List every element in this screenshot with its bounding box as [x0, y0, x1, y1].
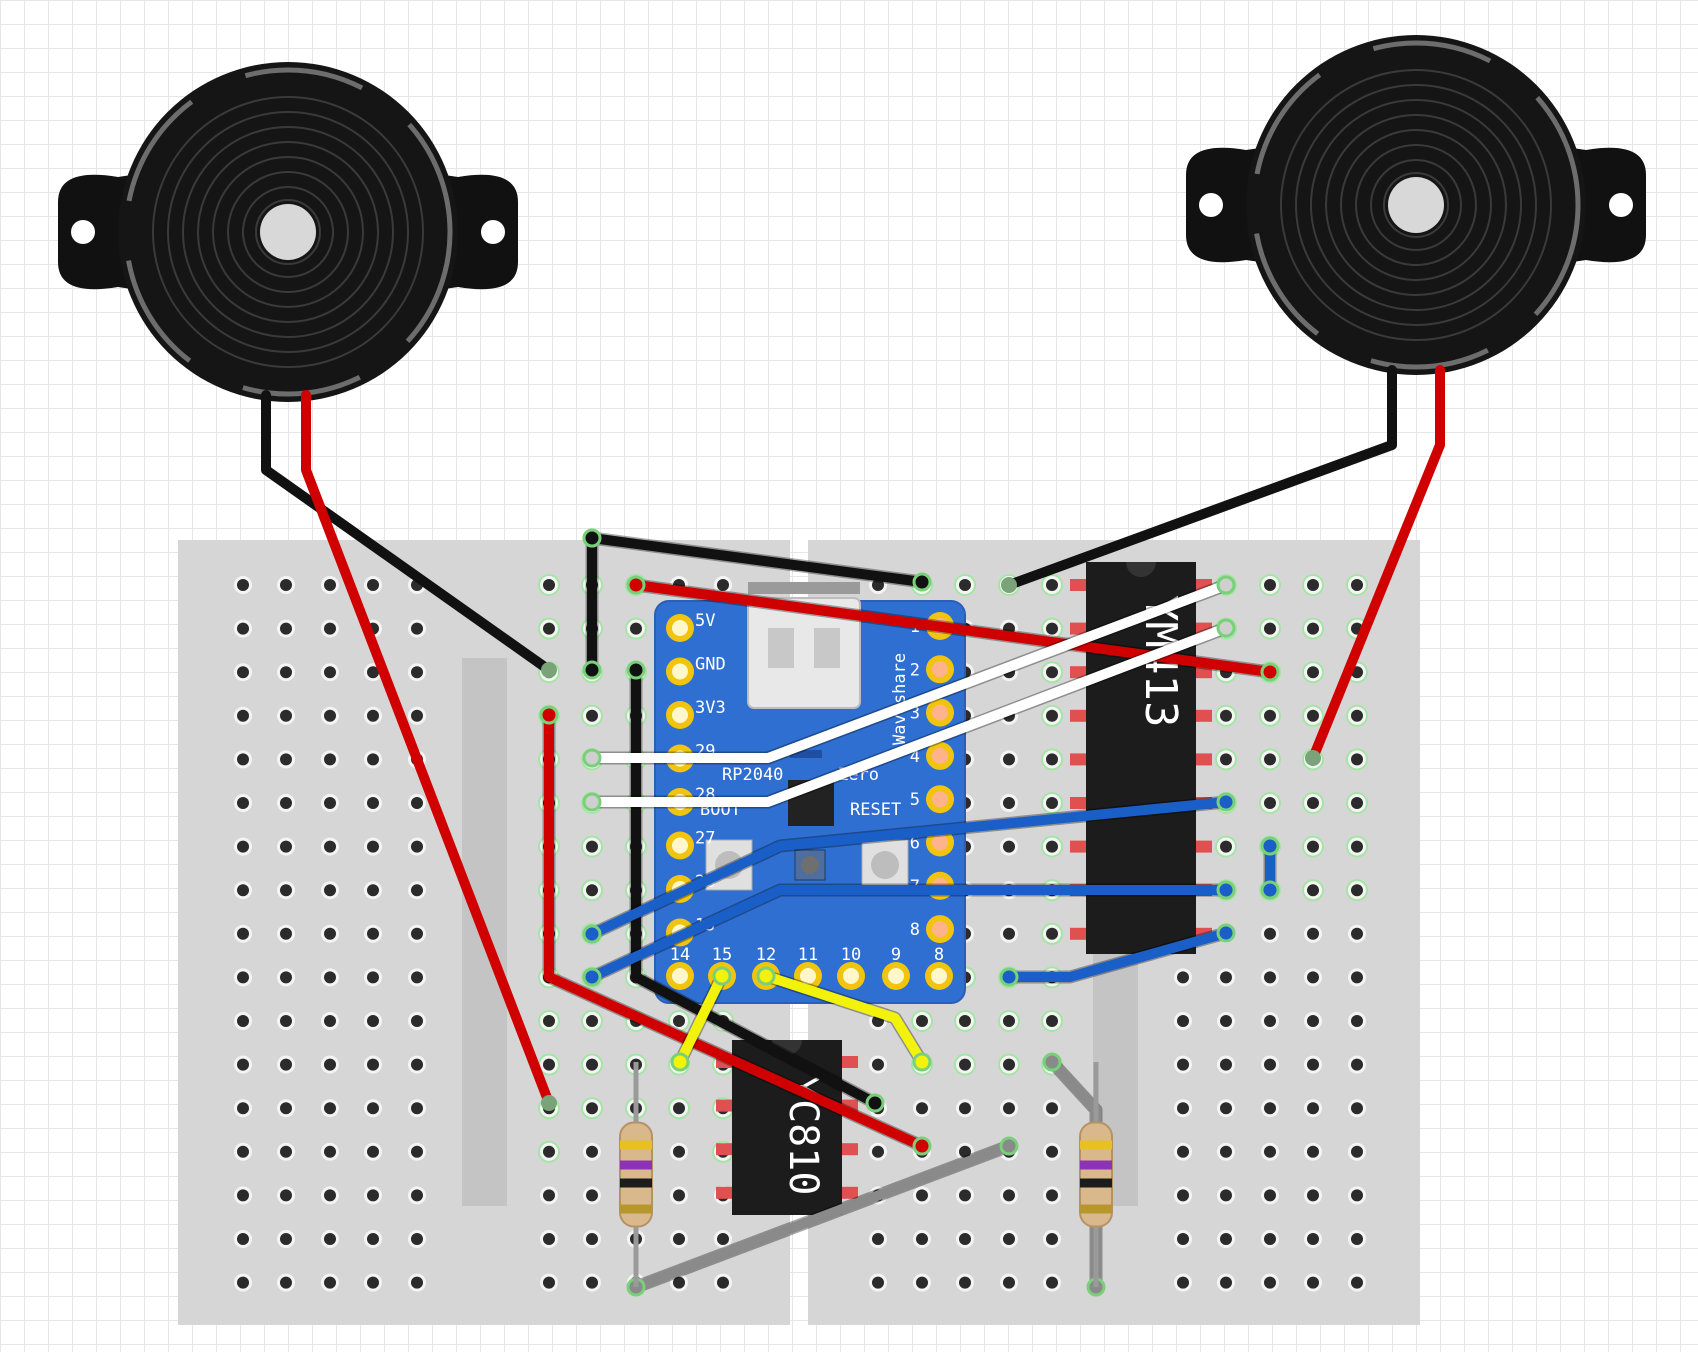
chip-pin — [842, 1056, 858, 1068]
board-pin-label: 3 — [910, 704, 920, 724]
chip-pin — [1070, 709, 1086, 722]
board-pin-label: 27 — [695, 829, 715, 849]
wire-blue-2 — [587, 885, 1231, 982]
wire-black-loop — [631, 665, 880, 1108]
chip-pin — [1070, 622, 1086, 635]
resistors — [619, 1062, 1113, 1287]
wire-white-2 — [587, 623, 1231, 807]
wire-yellow-1 — [675, 971, 727, 1067]
chip-pin — [1070, 579, 1086, 591]
wires — [539, 528, 1280, 1297]
board-pin-label: 5V — [695, 611, 715, 631]
chip-pin — [1196, 753, 1212, 766]
board-pin-label: 10 — [841, 945, 861, 965]
piezo-buzzer-icon — [58, 62, 557, 1111]
chip-pin — [1196, 840, 1212, 853]
chip-pin — [1070, 927, 1086, 940]
chip-pin — [1070, 840, 1086, 853]
wire-yellow-2 — [761, 971, 927, 1067]
wire-red-loop — [544, 710, 927, 1151]
board-pin-label: 15 — [712, 945, 732, 965]
chip-pin — [716, 1099, 732, 1112]
chip-pin — [716, 1143, 732, 1156]
board-reset-label: RESET — [850, 800, 901, 820]
chip-pin — [1196, 666, 1212, 679]
board-pin-label: 4 — [910, 747, 920, 767]
chip-pin — [1196, 709, 1212, 722]
chip-pin — [1070, 666, 1086, 679]
wire-white-1 — [587, 580, 1231, 763]
wire-black-top — [587, 533, 927, 587]
board-pin-label: 8 — [934, 945, 944, 965]
wire-blue-3 — [1004, 928, 1231, 982]
buzzers — [58, 35, 1646, 1111]
piezo-buzzer-icon — [1001, 35, 1646, 766]
board-pin-label: 5 — [910, 790, 920, 810]
board-pin-label: GND — [695, 655, 726, 675]
board-pin-label: 6 — [910, 834, 920, 854]
board-pin-label: 3V3 — [695, 698, 726, 718]
chip-pin — [1070, 797, 1086, 809]
chip-pin — [716, 1186, 732, 1199]
board-name-label: RP2040 — [722, 765, 783, 785]
board-pin-label: 9 — [891, 945, 901, 965]
board-maker-label: Waveshare — [890, 653, 910, 745]
board-pin-label: 12 — [756, 945, 776, 965]
wire-blue-1 — [587, 797, 1231, 939]
wire-gray-1 — [631, 1141, 1014, 1292]
board-pin-label: 8 — [910, 920, 920, 940]
board-pin-label: 11 — [798, 945, 818, 965]
chip-pin — [842, 1186, 858, 1199]
chip-pin — [1070, 753, 1086, 766]
board-pin-label: 2 — [910, 660, 920, 680]
board-pin-label: 14 — [670, 945, 690, 965]
chip-pin — [842, 1143, 858, 1156]
wire-red-top — [631, 580, 1275, 677]
